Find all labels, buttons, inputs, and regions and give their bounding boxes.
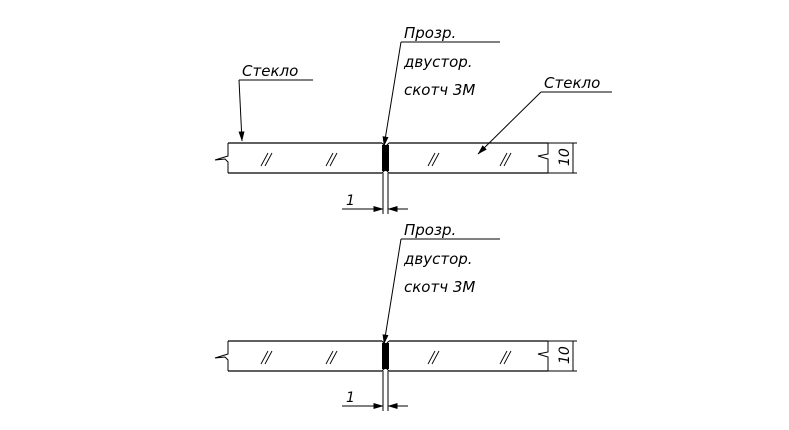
- thickness-dimension: 10: [548, 142, 577, 174]
- gap-dimension: 1: [342, 371, 408, 411]
- tape-callout: Прозр. двустор. скотч 3М: [382, 221, 500, 345]
- left-glass-callout: Стекло: [238, 62, 313, 142]
- tape-label-line3: скотч 3М: [404, 278, 475, 296]
- glass-hatching: [427, 350, 512, 365]
- gap-value: 1: [346, 193, 355, 209]
- gap-value: 1: [346, 390, 355, 406]
- top-joint: 10 1 Стекло Стекло Прозр. двустор.: [214, 24, 612, 214]
- tape-label-line2: двустор.: [403, 53, 473, 71]
- tape-label-line2: двустор.: [403, 250, 473, 268]
- gap-dimension: 1: [342, 173, 408, 214]
- thickness-dimension: 10: [548, 340, 577, 372]
- tape-label-line1: Прозр.: [404, 221, 456, 239]
- right-glass-pane: [385, 340, 549, 372]
- glass-hatching: [260, 350, 338, 365]
- tape-callout: Прозр. двустор. скотч 3М: [382, 24, 500, 147]
- glass-label-left: Стекло: [242, 62, 298, 80]
- left-glass-pane: [214, 340, 386, 372]
- right-glass-callout: Стекло: [477, 74, 612, 155]
- tape-label-line3: скотч 3М: [404, 81, 475, 99]
- glass-hatching: [260, 152, 338, 167]
- tape-label-line1: Прозр.: [404, 24, 456, 42]
- glass-label-right: Стекло: [544, 74, 600, 92]
- right-glass-pane: [385, 142, 549, 174]
- glass-hatching: [427, 152, 512, 167]
- thickness-value: 10: [557, 148, 573, 166]
- bottom-joint: 10 1 Прозр. двустор. скотч 3М: [214, 221, 577, 411]
- left-glass-pane: [214, 142, 386, 174]
- thickness-value: 10: [557, 346, 573, 364]
